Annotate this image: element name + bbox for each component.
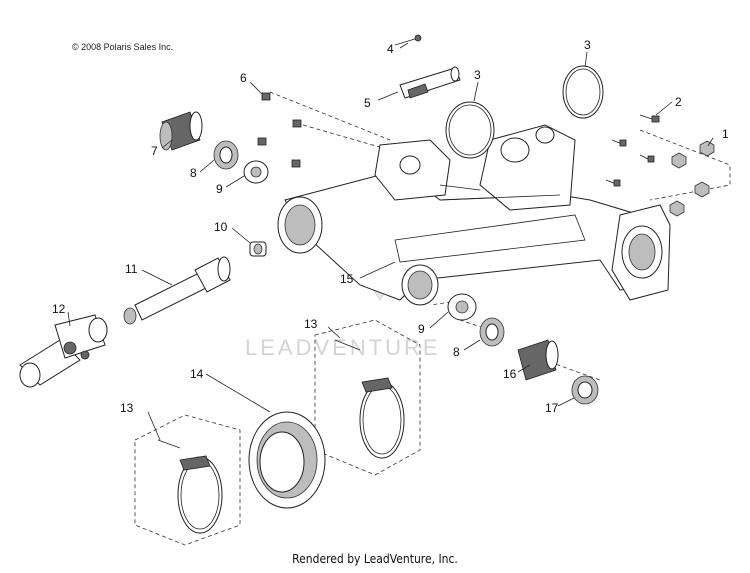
callout-5: 5 [364, 96, 371, 110]
u-joint [19, 314, 108, 388]
callout-14: 14 [190, 367, 204, 381]
callout-6: 6 [240, 71, 247, 85]
callout-3: 3 [474, 68, 481, 82]
footer-credit: Rendered by LeadVenture, Inc. [292, 552, 458, 566]
callout-3: 3 [584, 38, 591, 52]
needle-bearing [517, 339, 559, 381]
callout-9: 9 [216, 182, 223, 196]
callout-16: 16 [503, 367, 517, 381]
callout-leaders [67, 42, 714, 441]
pivot-tube [399, 66, 461, 99]
copyright-notice: © 2008 Polaris Sales Inc. [72, 42, 174, 52]
boot-clamp [157, 439, 223, 534]
o-ring [445, 101, 495, 159]
callout-12: 12 [52, 302, 66, 316]
callout-4: 4 [387, 42, 394, 56]
callout-numbers: 1 2 3 3 4 5 6 7 8 9 10 11 12 13 13 14 15… [52, 38, 729, 415]
coupler [249, 241, 267, 257]
callout-8: 8 [453, 345, 460, 359]
drive-shaft [123, 256, 231, 325]
callout-8: 8 [190, 166, 197, 180]
retainer-nut [571, 375, 599, 405]
callout-17: 17 [545, 401, 559, 415]
callout-13: 13 [120, 401, 134, 415]
rubber-boot [248, 411, 326, 509]
callout-7: 7 [151, 144, 158, 158]
fasteners [257, 92, 715, 217]
boot-clamp [334, 339, 405, 459]
callout-13: 13 [304, 317, 318, 331]
callout-1: 1 [722, 127, 729, 141]
assembly-lines [134, 91, 731, 546]
svg-text:LEADVENTURE: LEADVENTURE [245, 335, 441, 360]
callout-2: 2 [675, 95, 682, 109]
callout-11: 11 [125, 262, 138, 276]
bolt-4 [394, 34, 422, 46]
callout-9: 9 [418, 322, 425, 336]
callout-15: 15 [340, 272, 354, 286]
callout-10: 10 [214, 220, 228, 234]
o-ring [562, 65, 604, 119]
